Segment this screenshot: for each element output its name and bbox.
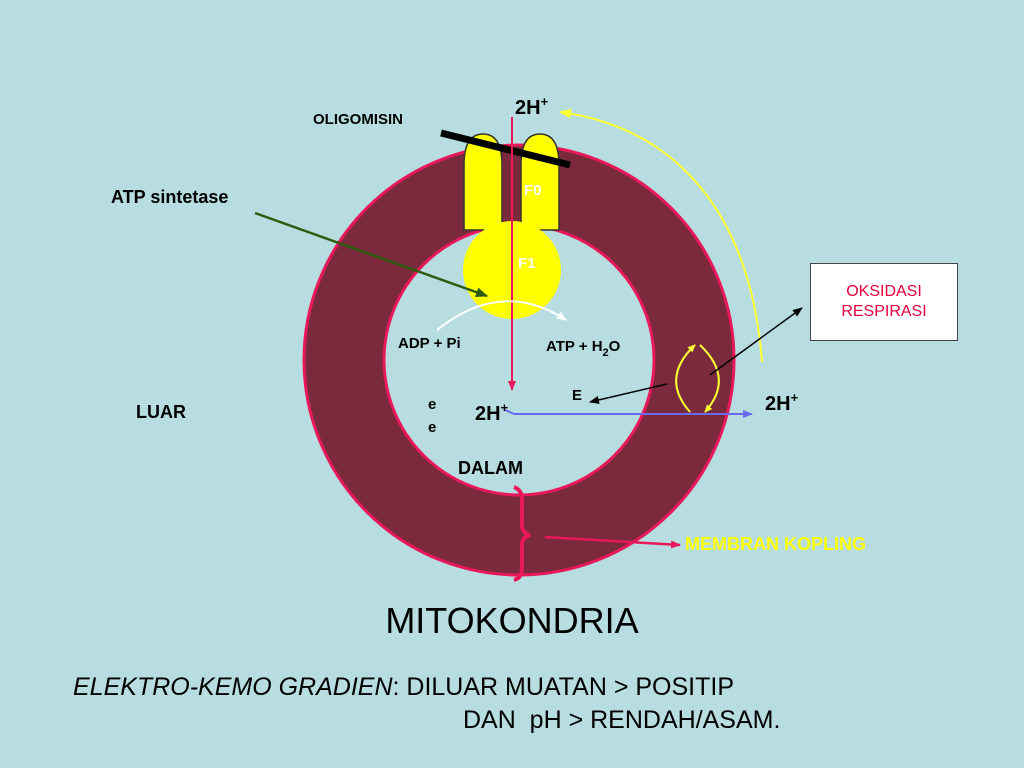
inner-proton-label: 2H+: [475, 400, 509, 425]
membran-kopling-pointer: [544, 535, 681, 549]
dalam-label: DALAM: [458, 458, 523, 478]
caption-italic: ELEKTRO-KEMO GRADIEN: [73, 673, 393, 701]
oksidasi-label: OKSIDASI: [846, 283, 922, 300]
right-proton-label: 2H+: [765, 390, 799, 415]
respiration-cycle-left: [675, 344, 696, 413]
atp-sintetase-label: ATP sintetase: [111, 187, 228, 207]
respiration-cycle-right: [699, 344, 720, 413]
electron-pointer: [589, 383, 668, 404]
inner-proton-tick: [504, 409, 515, 415]
oligomisin-label: OLIGOMISIN: [313, 111, 403, 128]
f0-label: F0: [524, 182, 542, 199]
respirasi-label: RESPIRASI: [841, 303, 927, 320]
f0-left-subunit: [463, 133, 503, 231]
adp-atp-arrow: [436, 300, 567, 331]
adp-pi-label: ADP + Pi: [398, 335, 461, 352]
proton-return-arrow: [559, 108, 763, 363]
atp-h2o-label: ATP + H2O: [546, 338, 621, 359]
oksidasi-pointer: [709, 307, 803, 376]
mitochondria-membrane: [302, 143, 736, 577]
luar-label: LUAR: [136, 402, 186, 422]
electron-e-lower-1: e: [428, 396, 436, 413]
oligomisin-bar: [440, 129, 571, 169]
top-proton-label: 2H+: [515, 94, 549, 119]
caption-rest: : DILUAR MUATAN > POSITIP: [392, 673, 735, 701]
membran-kopling-label: MEMBRAN KOPLING: [685, 534, 866, 554]
electron-e-label: E: [572, 387, 582, 404]
electron-e-lower-2: e: [428, 419, 436, 436]
oksidasi-respirasi-box: OKSIDASI RESPIRASI: [810, 263, 958, 341]
page-title: MITOKONDRIA: [385, 600, 639, 641]
caption-line-2: DAN pH > RENDAH/ASAM.: [463, 706, 781, 734]
caption-line-1: ELEKTRO-KEMO GRADIEN: DILUAR MUATAN > PO…: [73, 673, 734, 702]
atp-sintetase-pointer: [254, 211, 488, 298]
f1-label: F1: [518, 255, 536, 272]
membrane-brace: [513, 485, 531, 582]
